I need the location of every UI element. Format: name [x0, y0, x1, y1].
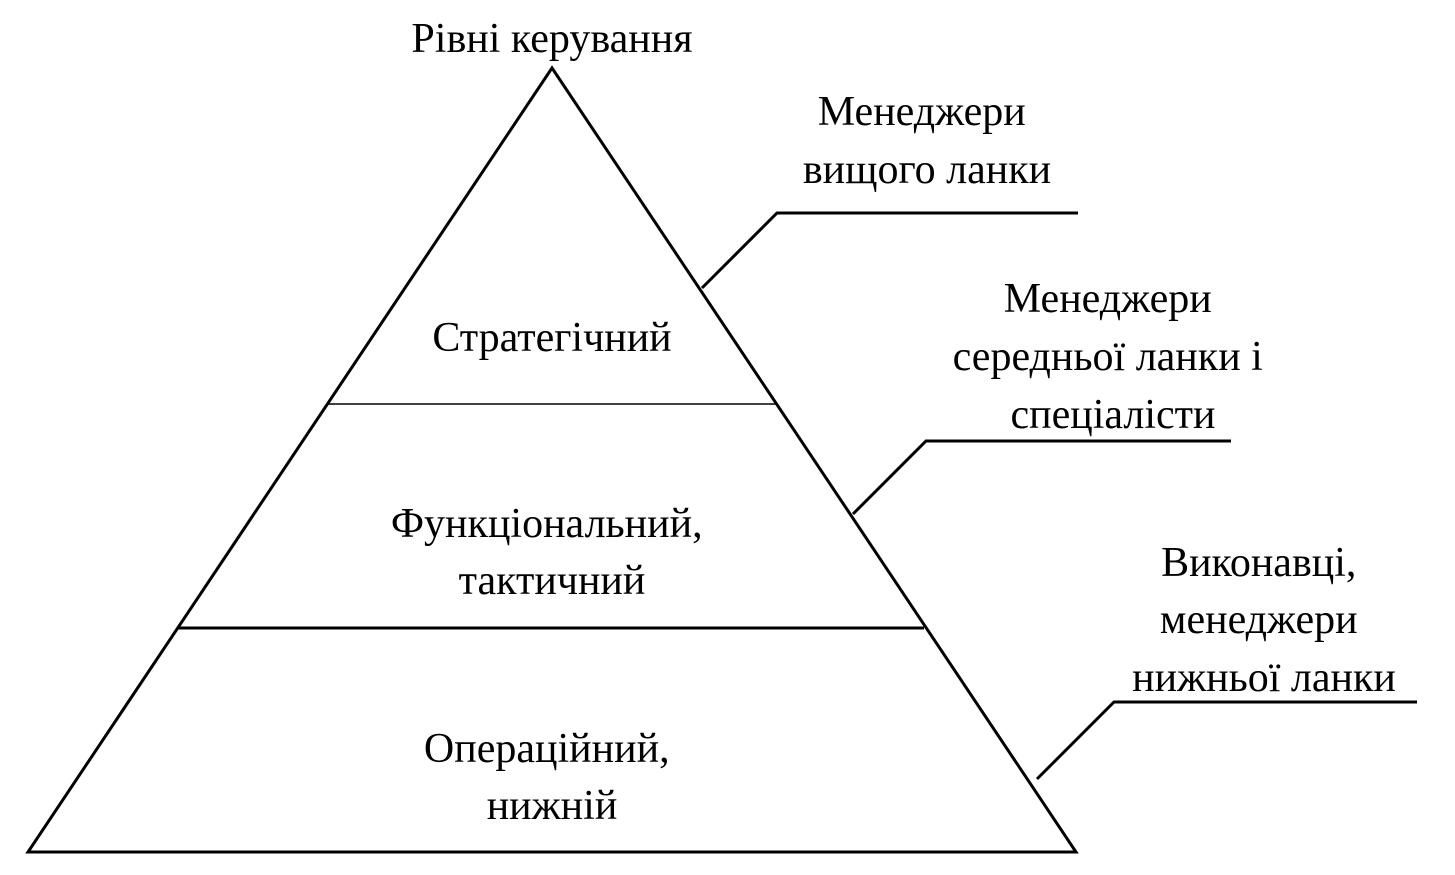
callout-top-managers: Менеджери вищого ланки: [803, 89, 1051, 193]
callout-leader-middle: [851, 439, 1231, 516]
level-label-functional-line-1: Функціональний,: [391, 501, 703, 547]
level-label-strategic-line-1: Стратегічний: [432, 315, 671, 361]
callout-lower-managers-line-3: нижньої ланки: [1132, 655, 1396, 701]
callout-leader-top: [700, 211, 1078, 290]
level-label-functional: Функціональний, тактичний: [391, 501, 713, 604]
level-label-strategic: Стратегічний: [432, 315, 671, 361]
callout-middle-managers: Менеджери середньої ланки і спеціалісти: [953, 276, 1274, 438]
callout-top-managers-line-2: вищого ланки: [803, 147, 1051, 193]
pyramid-outline: [25, 65, 1079, 854]
callout-middle-managers-line-3: спеціалісти: [1010, 392, 1215, 438]
level-label-operational-line-1: Операційний,: [424, 726, 670, 772]
level-label-operational: Операційний, нижній: [424, 726, 680, 829]
callout-top-managers-line-1: Менеджери: [818, 89, 1026, 135]
callout-leader-bottom: [1035, 700, 1417, 781]
callout-middle-managers-line-2: середньої ланки і: [953, 334, 1263, 380]
callout-lower-managers-line-1: Виконавці,: [1161, 540, 1356, 586]
callout-lower-managers-line-2: менеджери: [1160, 597, 1358, 643]
callout-middle-managers-line-1: Менеджери: [1004, 276, 1212, 322]
diagram-title: Рівні керування: [411, 16, 692, 62]
callout-lower-managers: Виконавці, менеджери нижньої ланки: [1132, 540, 1396, 701]
level-label-operational-line-2: нижній: [487, 783, 618, 829]
level-label-functional-line-2: тактичний: [459, 558, 646, 604]
